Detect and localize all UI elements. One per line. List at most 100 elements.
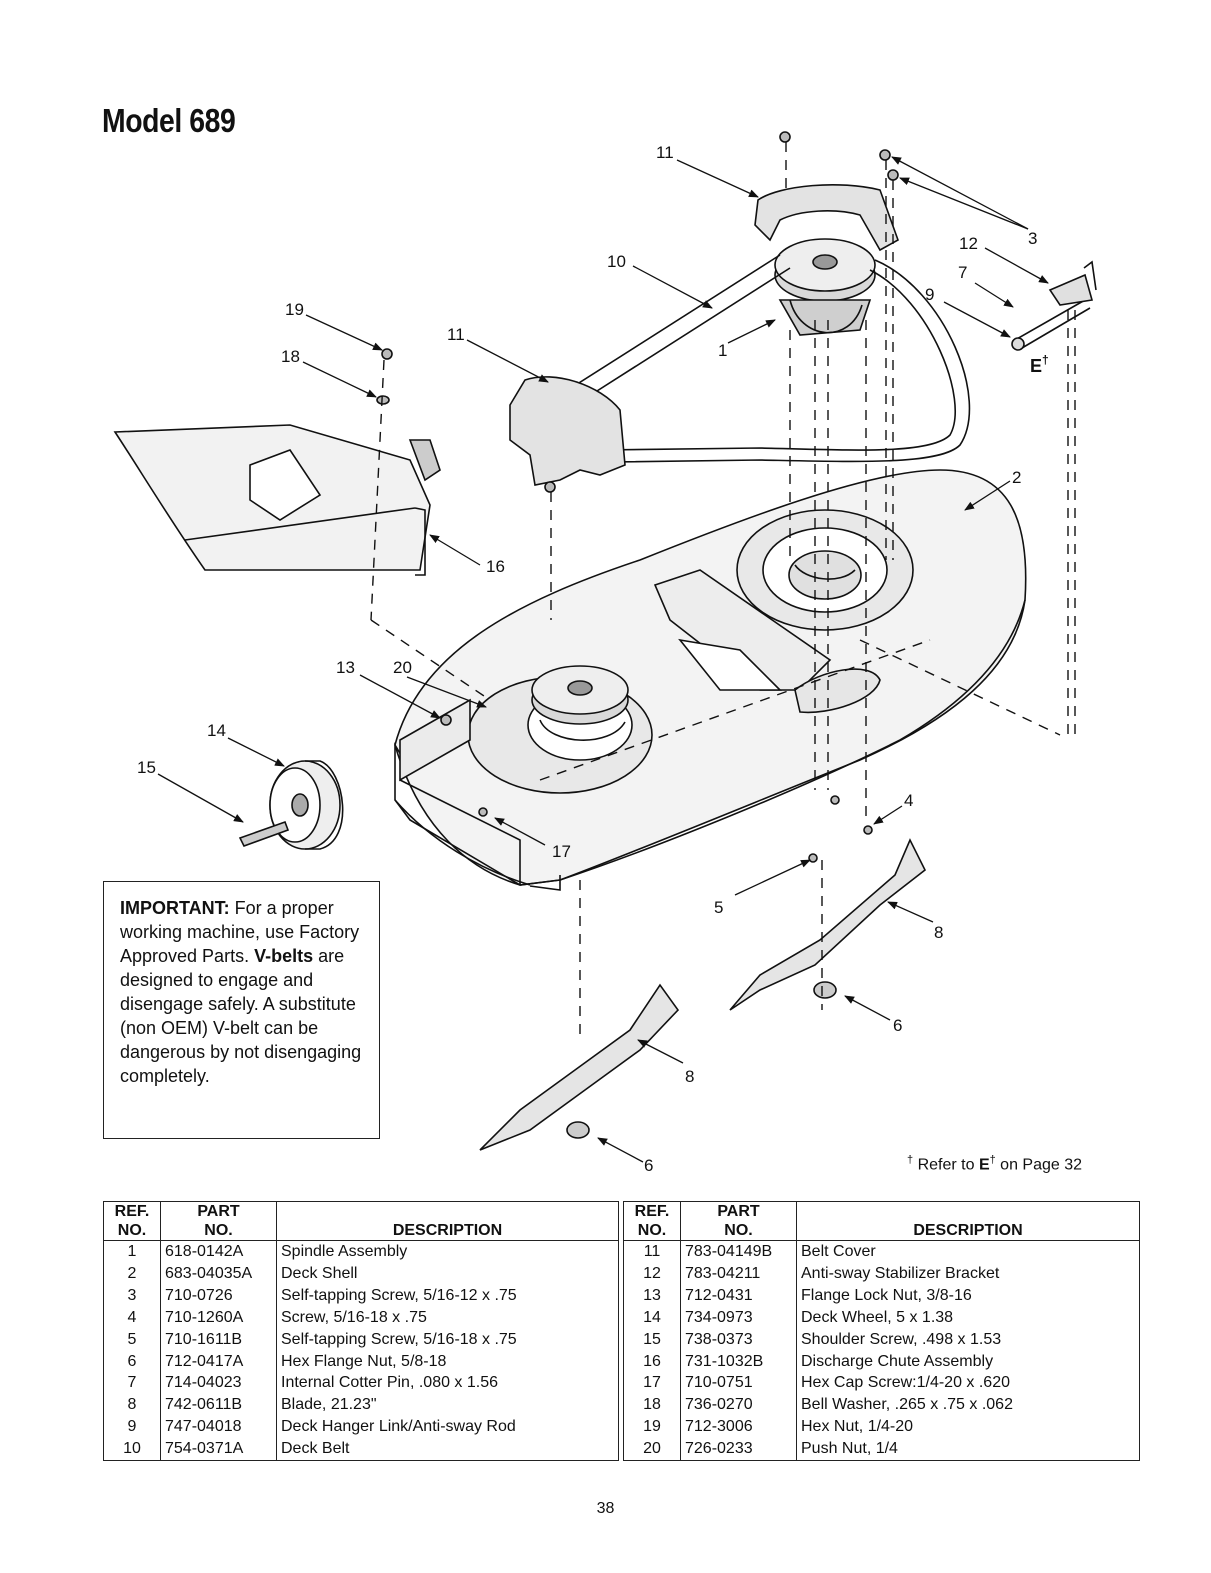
part-no-cell: 726-0233 <box>680 1438 797 1462</box>
ref-no-cell: 16 <box>623 1350 681 1373</box>
blade-lower-drawing <box>479 983 680 1151</box>
anti-sway-rod-drawing <box>1011 260 1097 351</box>
important-notice: IMPORTANT: For a proper working machine,… <box>103 881 380 1139</box>
part-no-cell: 683-04035A <box>160 1262 277 1285</box>
refer-note: † Refer to E† on Page 32 <box>907 1154 1082 1174</box>
header-ref-no: REF.NO. <box>103 1201 161 1241</box>
part-no-cell: 712-0431 <box>680 1284 797 1307</box>
ref-no-cell: 12 <box>623 1262 681 1285</box>
callout-18: 18 <box>281 347 300 366</box>
ref-no-cell: 8 <box>103 1394 161 1417</box>
description-cell: Spindle Assembly <box>276 1240 619 1263</box>
discharge-chute-drawing <box>113 424 441 576</box>
callout-2: 2 <box>1012 468 1021 487</box>
description-cell: Blade, 21.23" <box>276 1394 619 1417</box>
fasteners-drawing <box>376 131 899 863</box>
ref-no-cell: 2 <box>103 1262 161 1285</box>
ref-no-cell: 10 <box>103 1438 161 1462</box>
refer-code-sup: † <box>989 1154 996 1166</box>
part-no-cell: 714-04023 <box>160 1372 277 1395</box>
part-no-cell: 734-0973 <box>680 1306 797 1329</box>
ref-no-cell: 1 <box>103 1240 161 1263</box>
ref-no-cell: 9 <box>103 1416 161 1439</box>
belt-cover-upper-drawing <box>754 184 899 252</box>
assembly-guide-lines <box>370 142 1076 1040</box>
callout-5: 5 <box>714 898 723 917</box>
important-text-2: are designed to engage and disengage saf… <box>120 946 362 1086</box>
ref-no-cell: 7 <box>103 1372 161 1395</box>
callout-14: 14 <box>207 721 226 740</box>
callout-13: 13 <box>336 658 355 677</box>
part-no-cell: 736-0270 <box>680 1394 797 1417</box>
part-no-cell: 712-0417A <box>160 1350 277 1373</box>
ref-no-cell: 5 <box>103 1328 161 1351</box>
blade-upper-drawing <box>729 838 927 1011</box>
header-description: DESCRIPTION <box>276 1201 619 1241</box>
refer-dagger: † <box>907 1154 914 1166</box>
callout-17: 17 <box>552 842 571 861</box>
ref-no-cell: 4 <box>103 1306 161 1329</box>
description-cell: Belt Cover <box>796 1240 1140 1263</box>
callout-11-left: 11 <box>447 325 465 344</box>
description-cell: Deck Belt <box>276 1438 619 1462</box>
description-cell: Self-tapping Screw, 5/16-12 x .75 <box>276 1284 619 1307</box>
ref-no-cell: 20 <box>623 1438 681 1462</box>
description-cell: Deck Shell <box>276 1262 619 1285</box>
description-cell: Internal Cotter Pin, .080 x 1.56 <box>276 1372 619 1395</box>
description-cell: Deck Hanger Link/Anti-sway Rod <box>276 1416 619 1439</box>
ref-no-cell: 19 <box>623 1416 681 1439</box>
callout-e-ref: E† <box>1030 353 1049 376</box>
header-ref-no: REF.NO. <box>623 1201 681 1241</box>
part-no-cell: 618-0142A <box>160 1240 277 1263</box>
callout-8-upper: 8 <box>934 923 943 942</box>
callout-8-lower: 8 <box>685 1067 694 1086</box>
main-spindle-drawing <box>774 238 876 336</box>
callout-19: 19 <box>285 300 304 319</box>
part-no-cell: 712-3006 <box>680 1416 797 1439</box>
callout-3: 3 <box>1028 229 1037 248</box>
part-no-cell: 710-0751 <box>680 1372 797 1395</box>
ref-no-cell: 6 <box>103 1350 161 1373</box>
callout-labels: 11 3 12 7 9 10 1 11 19 18 2 16 13 20 14 … <box>137 143 1049 1175</box>
description-cell: Screw, 5/16-18 x .75 <box>276 1306 619 1329</box>
description-cell: Hex Nut, 1/4-20 <box>796 1416 1140 1439</box>
vbelts-label: V-belts <box>254 946 314 966</box>
description-cell: Push Nut, 1/4 <box>796 1438 1140 1462</box>
part-no-cell: 742-0611B <box>160 1394 277 1417</box>
deck-belt-drawing <box>559 254 971 463</box>
left-pulley-drawing <box>531 665 629 741</box>
deck-shell-drawing <box>394 469 1027 891</box>
ref-no-cell: 18 <box>623 1394 681 1417</box>
callout-9: 9 <box>925 285 934 304</box>
part-no-cell: 710-1611B <box>160 1328 277 1351</box>
callout-12: 12 <box>959 234 978 253</box>
refer-code: E <box>978 1156 990 1174</box>
description-cell: Self-tapping Screw, 5/16-18 x .75 <box>276 1328 619 1351</box>
description-cell: Hex Cap Screw:1/4-20 x .620 <box>796 1372 1140 1395</box>
important-label: IMPORTANT: <box>120 898 230 918</box>
deck-wheel-drawing <box>238 760 344 850</box>
belt-cover-left-drawing <box>509 376 626 486</box>
part-no-cell: 754-0371A <box>160 1438 277 1462</box>
